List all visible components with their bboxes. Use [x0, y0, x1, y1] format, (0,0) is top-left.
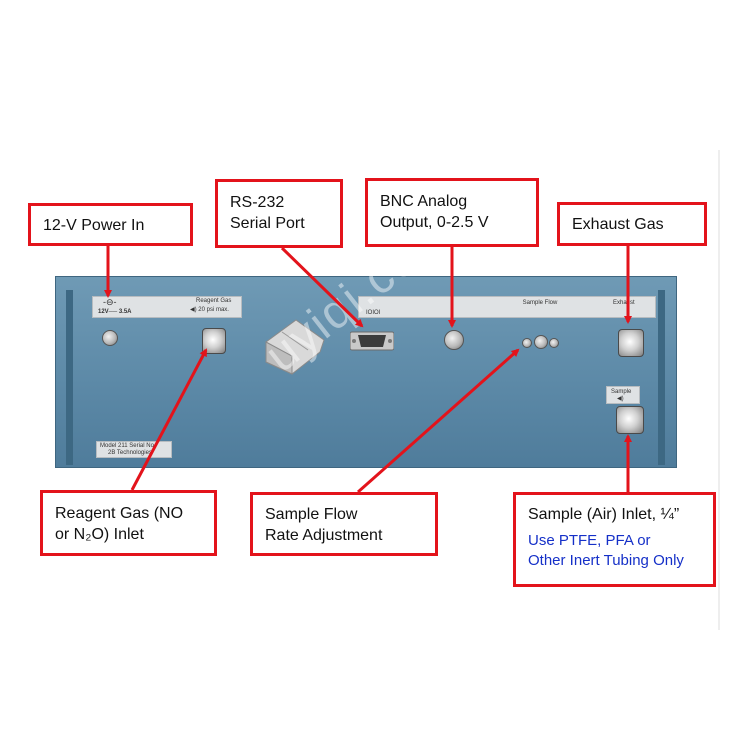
callout-sample-inlet: Sample (Air) Inlet, ¼” Use PTFE, PFA or … — [513, 492, 716, 587]
callout-rs232-line-2: Serial Port — [230, 215, 305, 232]
callout-exhaust-gas: Exhaust Gas — [557, 202, 707, 246]
flow-adjust-knob[interactable] — [534, 335, 548, 349]
model-plate — [96, 441, 172, 458]
power-rating-label: 12V── 3.5A — [98, 309, 132, 315]
callout-bnc-line-2: Output, 0-2.5 V — [380, 214, 489, 231]
callout-bnc-line-1: BNC Analog — [380, 193, 468, 210]
callout-rs232: RS-232 Serial Port — [215, 179, 343, 248]
callout-reagent-line-2: or N₂O) Inlet — [55, 526, 144, 543]
sample-inlet-fitting[interactable] — [616, 406, 644, 434]
callout-sample-flow-line-2: Rate Adjustment — [265, 527, 383, 544]
serial-port-label: IOIOI — [366, 310, 381, 316]
plug-cover — [265, 319, 325, 375]
arrow-reagent — [130, 348, 208, 491]
label-strip-left — [92, 296, 242, 318]
callout-bnc-output: BNC Analog Output, 0-2.5 V — [365, 178, 539, 247]
background-line — [718, 150, 720, 630]
callout-sample-flow-line-1: Sample Flow — [265, 506, 358, 523]
callout-power-in: 12-V Power In — [28, 203, 193, 246]
callout-rs232-line-1: RS-232 — [230, 194, 285, 211]
callout-exhaust-text: Exhaust Gas — [572, 216, 664, 233]
sample-label-box — [606, 386, 640, 404]
panel-right-rail — [658, 290, 665, 465]
callout-sample-inlet-title: Sample (Air) Inlet, ¼” — [528, 506, 680, 523]
reagent-psi-label: ◀) 20 psi max. — [190, 307, 229, 313]
arrow-rs232 — [280, 246, 364, 328]
arrow-sample-flow — [357, 348, 520, 494]
power-jack[interactable] — [102, 330, 118, 346]
callout-power-text: 12-V Power In — [43, 217, 145, 234]
callout-sample-note-line-1: Use PTFE, PFA or — [528, 532, 651, 549]
model-plate-line-1: Model 211 Serial No. — [100, 443, 156, 449]
rs232-connector[interactable] — [350, 330, 394, 352]
panel-left-rail — [66, 290, 73, 465]
dc-symbol-icon: -⊖- — [103, 297, 117, 307]
bnc-connector[interactable] — [444, 330, 464, 350]
model-plate-line-2: 2B Technologies — [108, 450, 152, 456]
callout-sample-note-line-2: Other Inert Tubing Only — [528, 552, 684, 569]
sample-flow-panel-label: Sample Flow — [522, 300, 558, 306]
flow-adjust-screw-1[interactable] — [522, 338, 532, 348]
callout-sample-flow: Sample Flow Rate Adjustment — [250, 492, 438, 556]
exhaust-fitting[interactable] — [618, 329, 644, 357]
callout-reagent-line-1: Reagent Gas (NO — [55, 505, 184, 522]
sample-arrow-icon: ◀) — [617, 396, 624, 402]
callout-reagent-gas: Reagent Gas (NO or N₂O) Inlet — [40, 490, 217, 556]
flow-adjust-screw-2[interactable] — [549, 338, 559, 348]
sample-panel-label: Sample — [611, 389, 632, 395]
label-strip-right — [358, 296, 656, 318]
reagent-gas-panel-label: Reagent Gas — [196, 298, 232, 304]
exhaust-panel-label: Exhaust — [613, 300, 635, 306]
